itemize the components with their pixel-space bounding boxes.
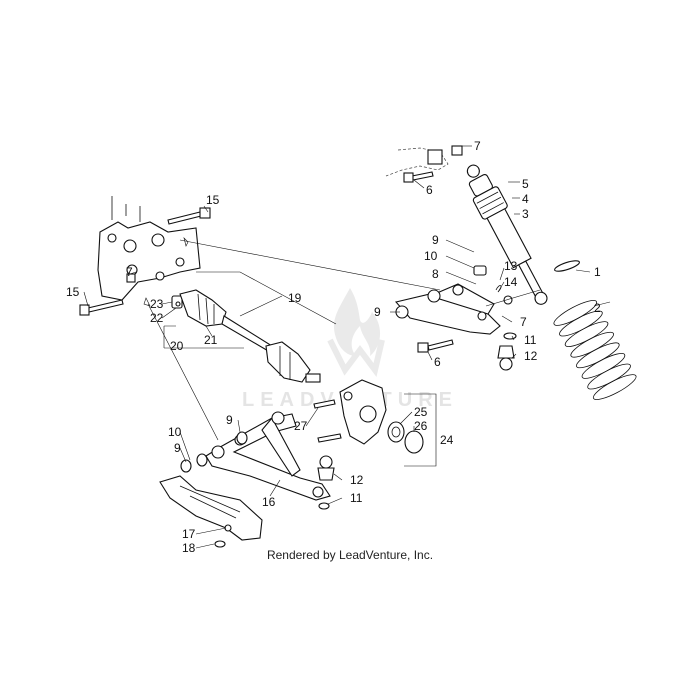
callout-5: 5: [522, 177, 529, 191]
callout-3: 3: [522, 207, 529, 221]
callout-16: 16: [262, 495, 276, 509]
callout-23: 23: [150, 297, 164, 311]
callout-12: 12: [350, 473, 364, 487]
callout-17: 17: [182, 527, 196, 541]
ball-joint-upper: [497, 345, 515, 371]
credit-text: Rendered by LeadVenture, Inc.: [266, 548, 434, 562]
callout-20: 20: [170, 339, 184, 353]
flame-logo-icon: [327, 288, 385, 377]
callout-25: 25: [414, 405, 428, 419]
callout-24: 24: [440, 433, 454, 447]
cv-axle: [171, 289, 321, 383]
bearing-assembly: [387, 421, 424, 454]
ball-joint-lower: [317, 455, 335, 481]
callout-10: 10: [424, 249, 438, 263]
callout-7: 7: [474, 139, 481, 153]
callout-7: 7: [126, 265, 133, 279]
callout-11: 11: [350, 491, 363, 505]
reference-lines: [143, 237, 541, 467]
callout-9: 9: [432, 233, 439, 247]
callout-22: 22: [150, 311, 164, 325]
callout-8: 8: [432, 267, 439, 281]
callout-labels: 1 2 3 4 5 6 6 7 7 7 8 9 9 9 9 10 10 11 1…: [66, 139, 601, 555]
callout-2: 2: [594, 301, 601, 315]
steering-knuckle: [313, 379, 387, 445]
callout-11: 11: [524, 333, 537, 347]
callout-15: 15: [206, 193, 220, 207]
callout-10: 10: [168, 425, 182, 439]
frame-bracket-left: [97, 196, 201, 301]
callout-4: 4: [522, 192, 529, 206]
shock-absorber: [466, 164, 548, 305]
leader-lines: [83, 145, 611, 549]
callout-9: 9: [174, 441, 181, 455]
callout-13: 13: [504, 259, 518, 273]
callout-19: 19: [288, 291, 302, 305]
lower-a-arm: [180, 411, 331, 510]
callout-21: 21: [204, 333, 218, 347]
skid-plate: [159, 475, 263, 548]
coil-spring: [553, 300, 637, 400]
upper-a-arm: [394, 265, 517, 340]
callout-27: 27: [294, 419, 308, 433]
callout-7: 7: [520, 315, 527, 329]
callout-12: 12: [524, 349, 538, 363]
bolts-right: [403, 145, 502, 353]
callout-6: 6: [434, 355, 441, 369]
callout-9: 9: [226, 413, 233, 427]
callout-26: 26: [414, 419, 428, 433]
bolts-left: [79, 207, 211, 316]
callout-1: 1: [594, 265, 601, 279]
callout-14: 14: [504, 275, 518, 289]
callout-9: 9: [374, 305, 381, 319]
callout-6: 6: [426, 183, 433, 197]
callout-15: 15: [66, 285, 80, 299]
frame-bracket-right: [385, 147, 449, 177]
snap-ring: [554, 260, 580, 272]
callout-18: 18: [182, 541, 196, 555]
